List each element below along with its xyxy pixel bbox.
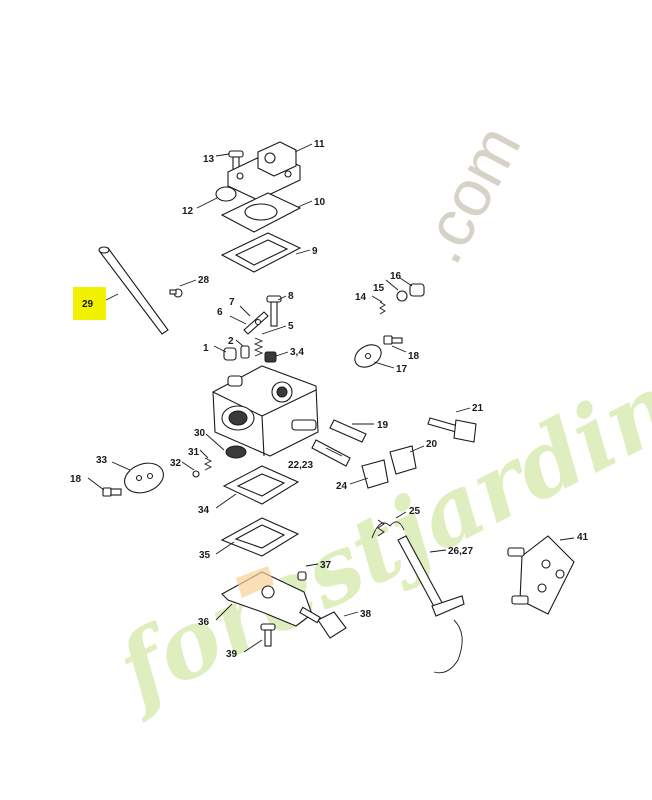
- part-12-o-ring: [215, 186, 237, 202]
- label-26-27: 26,27: [448, 546, 473, 557]
- label-28: 28: [198, 275, 210, 286]
- part-18-screw-left: [102, 487, 122, 497]
- label-6: 6: [217, 307, 223, 318]
- label-37: 37: [320, 560, 332, 571]
- part-17-disc: [354, 344, 382, 368]
- part-33-disc: [124, 462, 164, 494]
- label-5: 5: [288, 321, 294, 332]
- label-15: 15: [373, 283, 385, 294]
- part-18-screw-right: [383, 335, 403, 345]
- label-41: 41: [577, 532, 589, 543]
- part-38-adjust-screw: [299, 606, 347, 639]
- part-28-screw: [169, 288, 183, 298]
- part-24-cap: [361, 459, 389, 489]
- watermark-tld: .com: [402, 114, 534, 275]
- highlight-29: [73, 287, 106, 320]
- part-2-pin: [240, 345, 250, 359]
- label-17: 17: [396, 364, 408, 375]
- part-29-shaft: [98, 246, 169, 335]
- label-18-left: 18: [70, 474, 82, 485]
- part-14-spring: [379, 301, 386, 315]
- part-20-cap: [389, 445, 417, 475]
- label-1: 1: [203, 343, 209, 354]
- carburetor-body: [212, 365, 319, 457]
- part-32-ball: [192, 470, 200, 478]
- part-6-7-inlet-lever: [243, 311, 269, 335]
- part-8-screw: [266, 295, 282, 327]
- label-33: 33: [96, 455, 108, 466]
- part-21-idle-screw: [427, 417, 477, 443]
- part-26-27-shaft: [397, 535, 465, 674]
- label-9: 9: [312, 246, 318, 257]
- label-3-4: 3,4: [290, 347, 304, 358]
- part-35-diaphragm: [220, 517, 300, 557]
- label-22-23: 22,23: [288, 460, 313, 471]
- part-36-metering-cover: [221, 566, 313, 627]
- part-39-screw: [260, 623, 276, 647]
- part-11-pump-cover: [227, 141, 301, 201]
- part-16-sleeve: [409, 283, 425, 297]
- label-21: 21: [472, 403, 484, 414]
- part-9-gasket: [220, 232, 302, 273]
- part-37-cap: [297, 571, 307, 581]
- part-31-spring: [203, 457, 213, 471]
- part-25-spring: [371, 519, 405, 539]
- label-24: 24: [336, 481, 348, 492]
- label-31: 31: [188, 447, 200, 458]
- label-12: 12: [182, 206, 194, 217]
- label-2: 2: [228, 336, 234, 347]
- label-18-right: 18: [408, 351, 420, 362]
- watermark: .com forestjardin: [96, 114, 652, 728]
- label-32: 32: [170, 458, 182, 469]
- part-30-screen: [225, 445, 247, 459]
- label-25: 25: [409, 506, 421, 517]
- part-labels: 13 11 12 10 9 29 28 8 7 6 5 1 2 3,4 16 1…: [70, 139, 589, 660]
- label-11: 11: [314, 139, 325, 150]
- part-5-spring: [253, 337, 264, 357]
- label-39: 39: [226, 649, 238, 660]
- part-1-needle: [223, 347, 237, 361]
- part-10-diaphragm: [220, 192, 302, 233]
- label-8: 8: [288, 291, 294, 302]
- label-30: 30: [194, 428, 206, 439]
- part-3-4-nut: [264, 351, 277, 363]
- label-34: 34: [198, 505, 210, 516]
- label-13: 13: [203, 154, 215, 165]
- label-20: 20: [426, 439, 438, 450]
- label-35: 35: [199, 550, 211, 561]
- part-22-23-needle: [311, 439, 351, 467]
- part-15-washer: [396, 290, 408, 302]
- leader-lines: [87, 143, 575, 653]
- label-7: 7: [229, 297, 235, 308]
- label-19: 19: [377, 420, 389, 431]
- label-16: 16: [390, 271, 402, 282]
- part-19-needle: [329, 419, 367, 443]
- label-36: 36: [198, 617, 210, 628]
- part-41-plate: [507, 535, 575, 615]
- label-14: 14: [355, 292, 367, 303]
- watermark-brand: forestjardin: [96, 352, 652, 728]
- label-29: 29: [82, 299, 94, 310]
- label-10: 10: [314, 197, 326, 208]
- label-38: 38: [360, 609, 372, 620]
- part-34-gasket: [222, 465, 300, 505]
